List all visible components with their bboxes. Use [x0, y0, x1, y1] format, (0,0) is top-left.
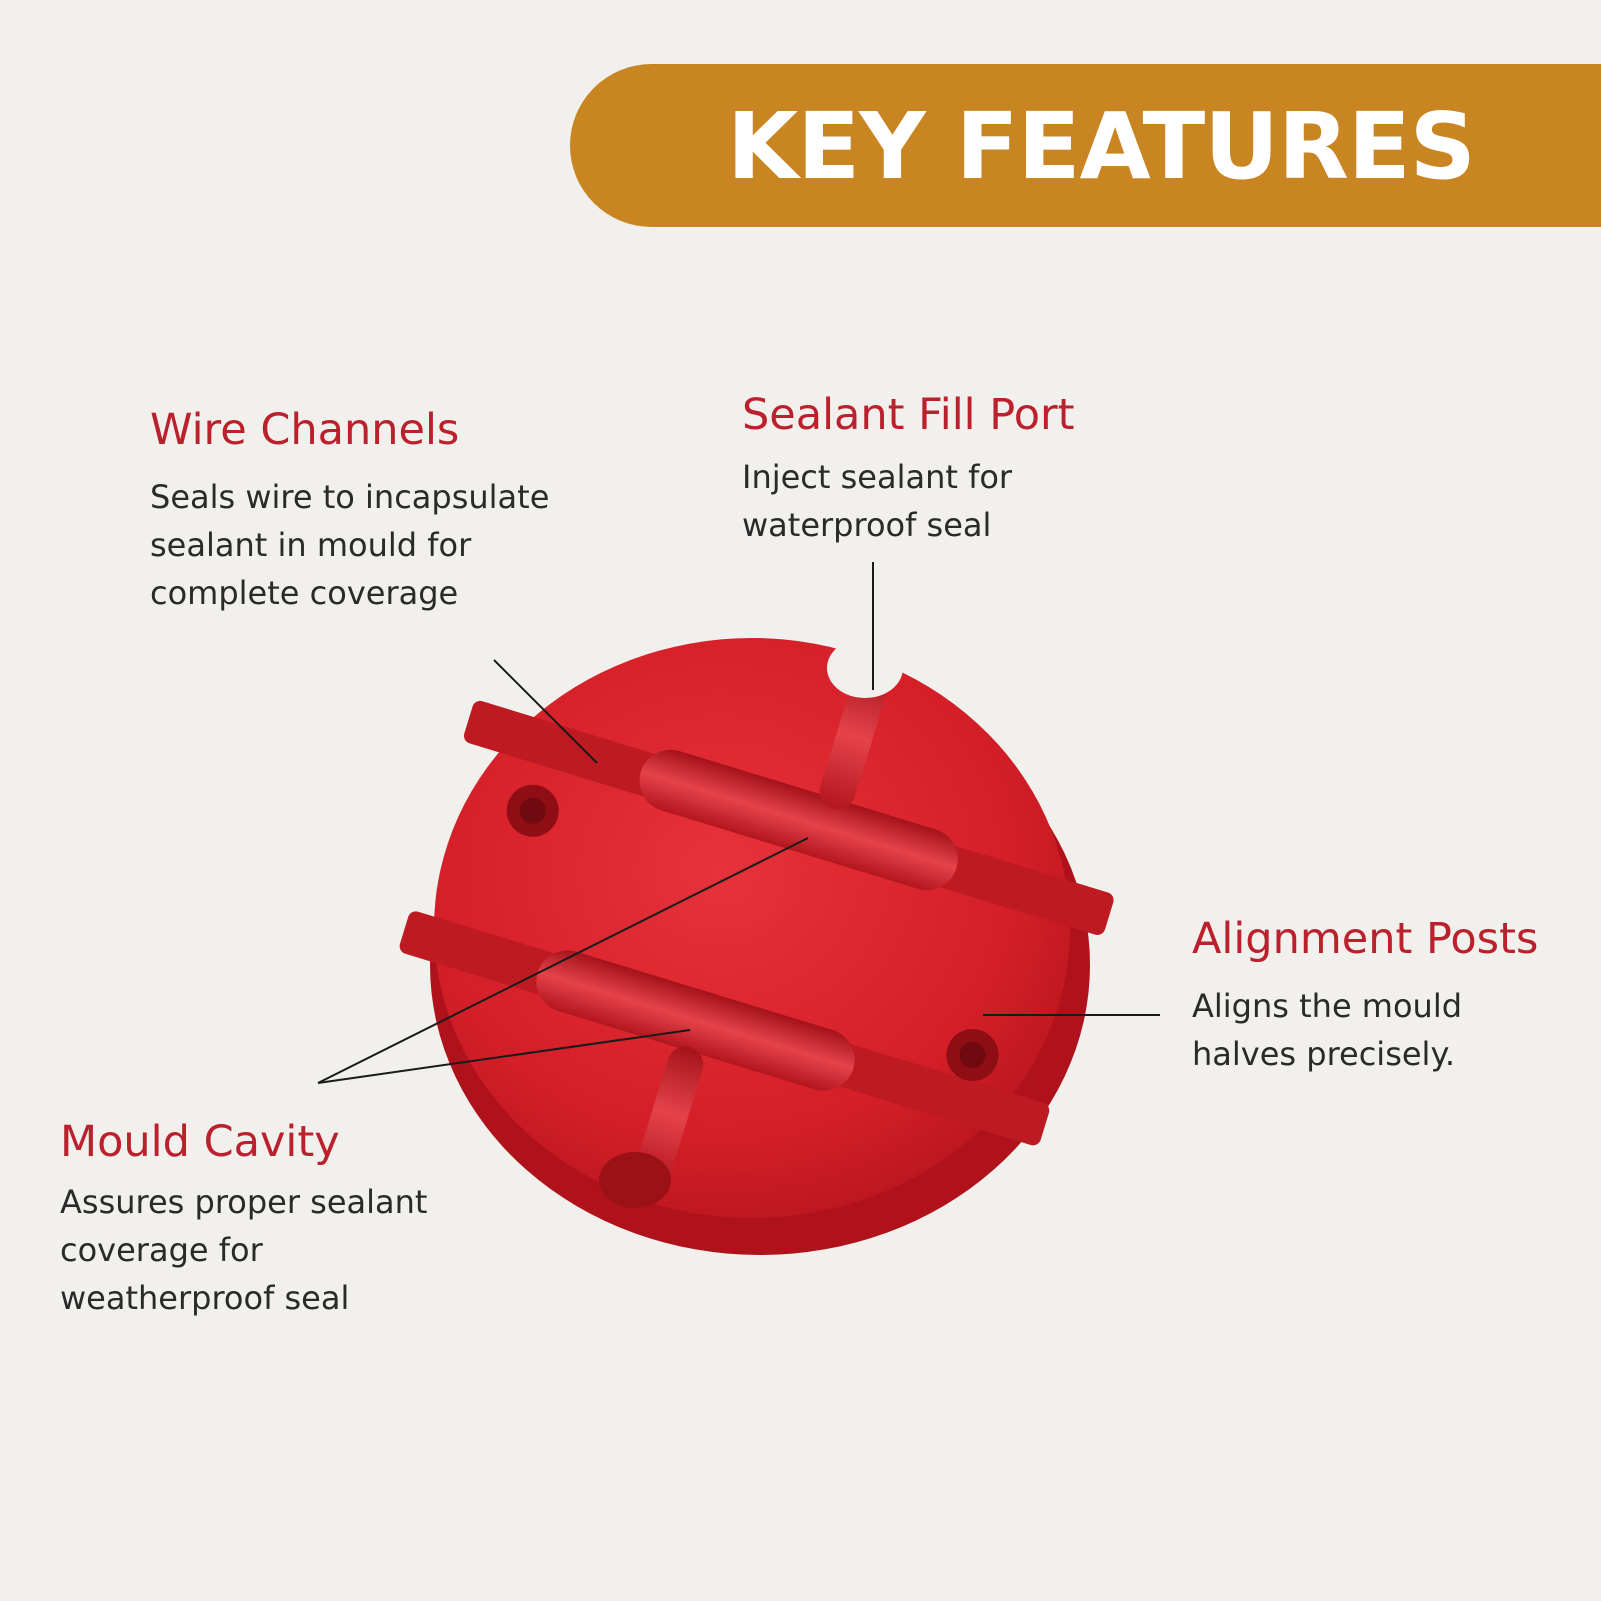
mould-cavity-upper: [639, 749, 958, 891]
alignment-posts-description: Aligns the mould halves precisely.: [1192, 982, 1462, 1078]
callout-line-mould-cavity-a: [317, 837, 809, 1084]
description-line: Assures proper sealant: [60, 1183, 428, 1221]
sealant-fill-port-title: Sealant Fill Port: [742, 390, 1075, 440]
description-line: sealant in mould for: [150, 526, 472, 564]
mould-cavity-lower: [536, 950, 855, 1091]
description-line: weatherproof seal: [60, 1279, 350, 1317]
description-line: Aligns the mould: [1192, 987, 1463, 1025]
description-line: halves precisely.: [1192, 1035, 1455, 1073]
callout-line-wire-channels: [493, 659, 598, 764]
mould-cavity-title: Mould Cavity: [60, 1117, 340, 1167]
description-line: Inject sealant for: [742, 458, 1013, 496]
description-line: waterproof seal: [742, 506, 992, 544]
fill-port-channel-upper: [819, 664, 890, 810]
description-line: Seals wire to incapsulate: [150, 478, 550, 516]
banner-title: KEY FEATURES: [727, 93, 1476, 200]
description-line: coverage for: [60, 1231, 263, 1269]
description-line: complete coverage: [150, 574, 459, 612]
sealant-fill-port-description: Inject sealant for waterproof seal: [742, 453, 1012, 549]
callout-line-mould-cavity-b: [317, 1029, 691, 1084]
header-banner: [570, 64, 1601, 227]
fill-port-notch-top: [827, 638, 903, 698]
fill-port-notch-bottom: [599, 1152, 671, 1208]
fill-port-channel-lower: [636, 1046, 704, 1182]
mould-cavity-description: Assures proper sealant coverage for weat…: [60, 1178, 427, 1322]
wire-channels-description: Seals wire to incapsulate sealant in mou…: [150, 473, 549, 617]
alignment-posts-title: Alignment Posts: [1192, 914, 1539, 964]
wire-channels-title: Wire Channels: [150, 405, 460, 455]
mould-disc: [399, 638, 1114, 1255]
